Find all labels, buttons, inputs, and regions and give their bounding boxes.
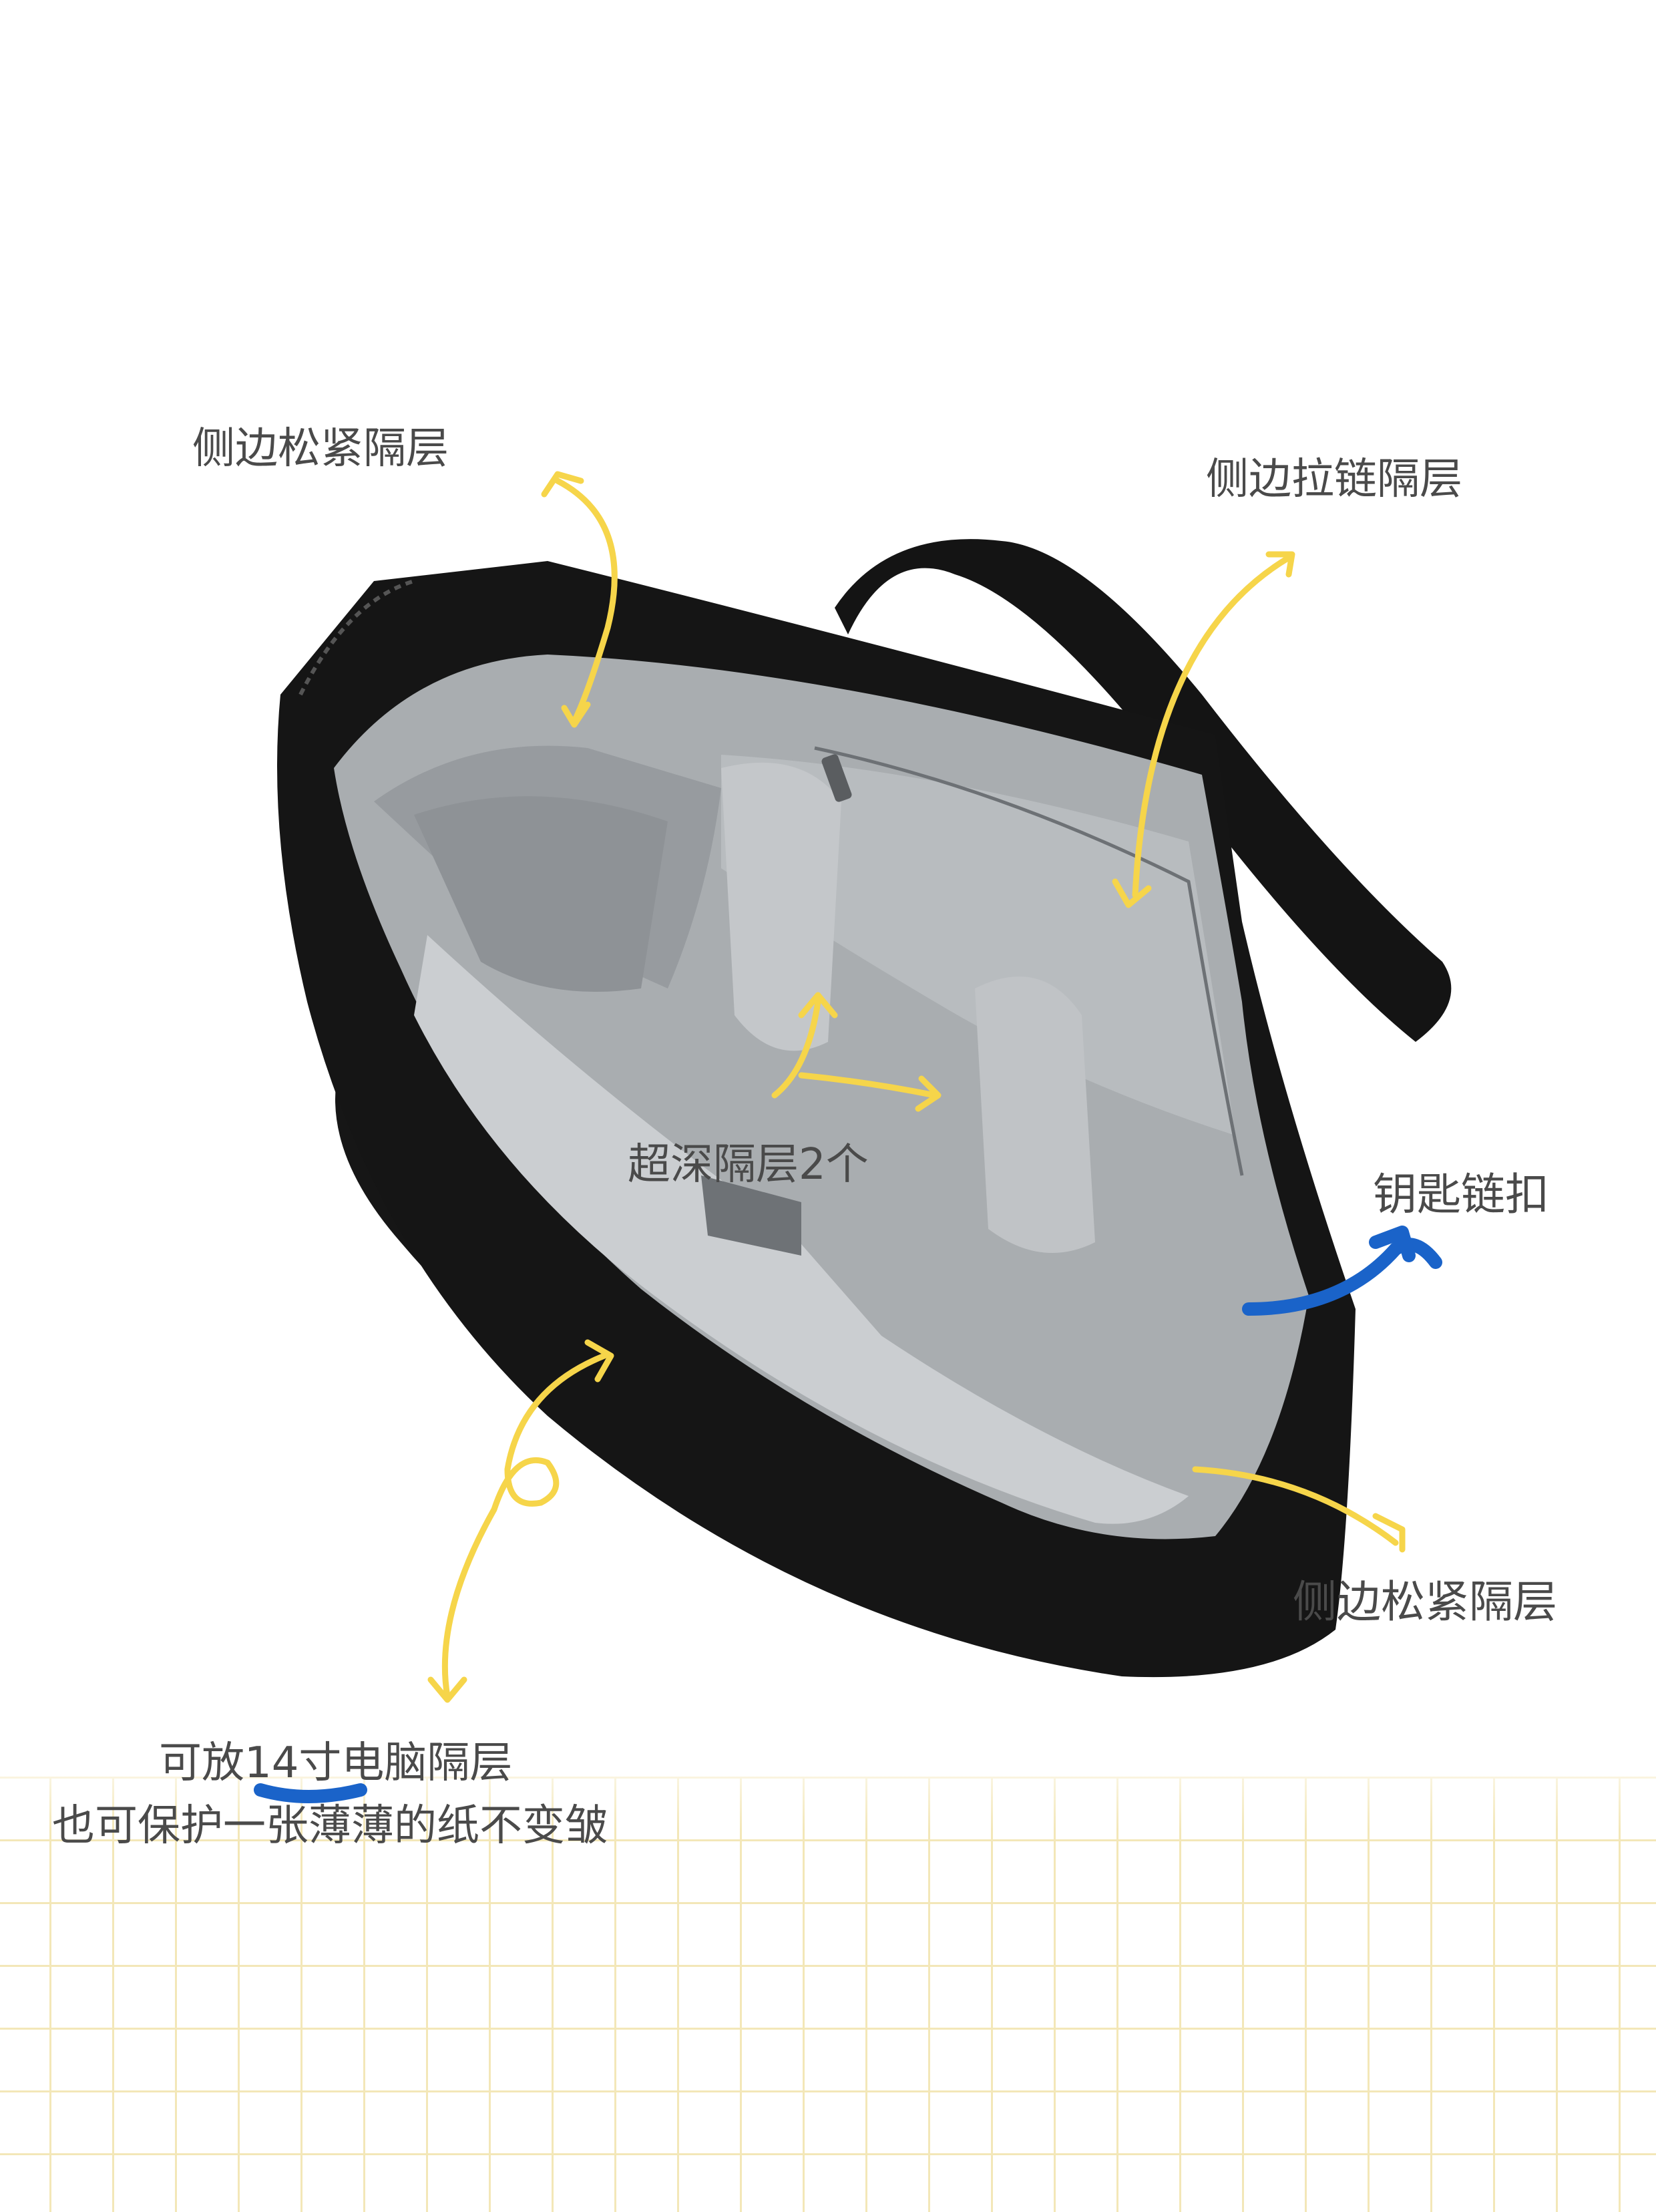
label-key-clip: 钥匙链扣: [1373, 1169, 1549, 1220]
arrow-top-right-head1: [1265, 551, 1295, 578]
arrow-center-up-head: [798, 992, 838, 1019]
zip-pocket-line: [814, 746, 1244, 1176]
inner-pocket-left: [414, 796, 668, 992]
arrow-top-right: [1132, 554, 1292, 898]
arrow-top-left-head1: [541, 471, 584, 498]
zip-pull: [821, 754, 852, 802]
blue-arrow-head: [1369, 1226, 1416, 1262]
arrow-center-right: [798, 1072, 938, 1099]
label-side-elastic-pocket-bottom: 侧边松紧隔层: [1293, 1576, 1557, 1628]
arrow-top-left: [554, 478, 618, 725]
arrow-bottom-right-head: [1372, 1513, 1406, 1553]
inner-pocket-right: [975, 976, 1095, 1253]
blue-underline: [254, 1783, 367, 1803]
grid-paper-background: [0, 1777, 1656, 2212]
blue-arrow: [1242, 1238, 1442, 1316]
arrow-bottom-left-head1: [584, 1339, 614, 1382]
arrow-icon: [427, 471, 1406, 1703]
inner-pocket-center: [721, 762, 841, 1051]
laptop-sleeve: [414, 935, 1189, 1524]
bag-zipper: [298, 579, 415, 696]
blue-highlight: [254, 1226, 1442, 1803]
label-laptop-note: 也可保护一张薄薄的纸不变皱: [52, 1801, 608, 1851]
label-side-zip-pocket: 侧边拉链隔层: [1206, 455, 1462, 504]
bag-handle-back: [835, 539, 1452, 1042]
grid-fade: [0, 1736, 1656, 1830]
arrow-center-up: [771, 998, 821, 1099]
arrow-bottom-left: [441, 1352, 608, 1700]
label-deep-pockets: 超深隔层2个: [628, 1140, 869, 1189]
arrow-bottom-left-head2: [427, 1676, 467, 1703]
arrow-bottom-right: [1192, 1466, 1399, 1546]
label-side-elastic-pocket-top: 侧边松紧隔层: [192, 424, 449, 474]
label-laptop-compartment: 可放14寸电脑隔层: [159, 1738, 513, 1788]
arrow-top-left-head2: [561, 701, 591, 728]
lining-shade-2: [721, 755, 1235, 1135]
strap-band: [701, 1175, 801, 1256]
arrow-top-right-head2: [1112, 878, 1152, 908]
arrow-center-right-head: [915, 1075, 942, 1112]
